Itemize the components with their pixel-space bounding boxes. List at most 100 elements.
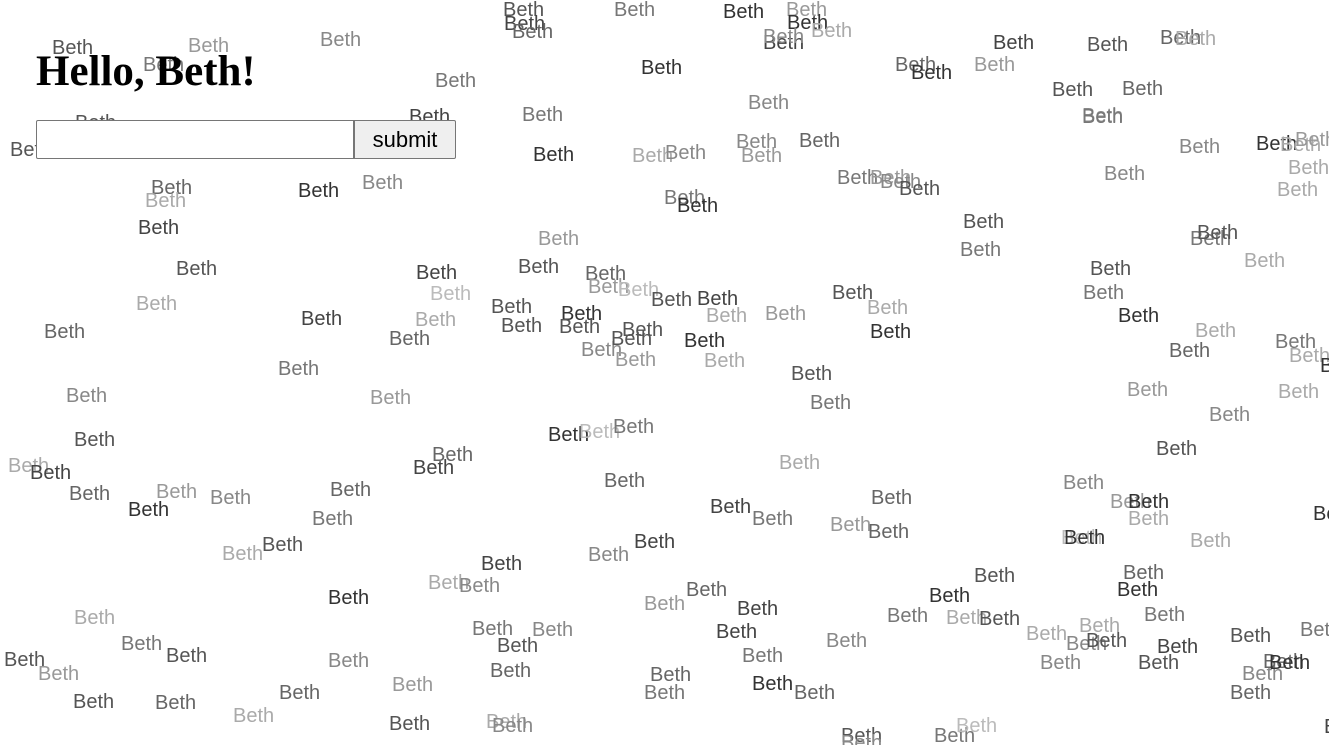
cloud-name: Beth: [30, 462, 72, 484]
cloud-name: Beth: [723, 1, 765, 23]
cloud-name: Beth: [585, 263, 627, 285]
cloud-name: Beth: [1175, 28, 1217, 50]
cloud-name: Beth: [1128, 491, 1170, 513]
cloud-name: Beth: [435, 70, 477, 92]
cloud-name: Beth: [1082, 106, 1124, 128]
cloud-name: Beth: [934, 725, 976, 745]
cloud-name: Beth: [1117, 579, 1159, 601]
cloud-name: Beth: [736, 131, 778, 153]
cloud-name: Beth: [1320, 355, 1329, 377]
cloud-name: Beth: [559, 316, 601, 338]
cloud-name: Beth: [362, 172, 404, 194]
submit-button[interactable]: submit: [354, 120, 456, 159]
cloud-name: Beth: [634, 531, 676, 553]
cloud-name: Beth: [432, 444, 474, 466]
cloud-name: Beth: [611, 328, 653, 350]
cloud-name: Beth: [686, 579, 728, 601]
cloud-name: Beth: [8, 455, 50, 477]
cloud-name: Beth: [837, 167, 879, 189]
cloud-name: Beth: [1061, 527, 1103, 549]
cloud-name: Beth: [561, 303, 603, 325]
cloud-name: Beth: [946, 607, 988, 629]
cloud-name: Beth: [704, 350, 746, 372]
cloud-name: Beth: [4, 649, 46, 671]
cloud-name: Beth: [312, 508, 354, 530]
cloud-name: Beth: [1197, 222, 1239, 244]
cloud-name: Beth: [145, 190, 187, 212]
cloud-name: Beth: [956, 715, 998, 737]
cloud-name: Beth: [1209, 404, 1251, 426]
cloud-name: Beth: [974, 565, 1016, 587]
cloud-name: Beth: [1289, 345, 1329, 367]
cloud-name: Beth: [870, 321, 912, 343]
cloud-name: Beth: [52, 37, 94, 59]
cloud-name: Beth: [706, 305, 748, 327]
cloud-name: Beth: [44, 321, 86, 343]
cloud-name: Beth: [650, 664, 692, 686]
cloud-name: Beth: [1127, 379, 1169, 401]
cloud-name: Beth: [512, 21, 554, 43]
cloud-name: Beth: [1288, 157, 1329, 179]
cloud-name: Beth: [1066, 633, 1108, 655]
cloud-name: Beth: [1118, 305, 1160, 327]
cloud-name: Beth: [74, 429, 116, 451]
cloud-name: Beth: [763, 32, 805, 54]
cloud-name: Beth: [841, 725, 883, 745]
cloud-name: Beth: [156, 481, 198, 503]
cloud-name: Beth: [979, 608, 1021, 630]
cloud-name: Beth: [748, 92, 790, 114]
cloud-name: Beth: [799, 130, 841, 152]
cloud-name: Beth: [1313, 503, 1329, 525]
cloud-name: Beth: [841, 732, 883, 745]
cloud-name: Beth: [1110, 491, 1152, 513]
cloud-name: Beth: [491, 296, 533, 318]
cloud-name: Beth: [1277, 179, 1319, 201]
cloud-name: Beth: [1123, 562, 1165, 584]
cloud-name: Beth: [779, 452, 821, 474]
cloud-name: Beth: [74, 607, 116, 629]
cloud-name: Beth: [392, 674, 434, 696]
cloud-name: Beth: [472, 618, 514, 640]
cloud-name: Beth: [911, 62, 953, 84]
cloud-name: Beth: [415, 309, 457, 331]
cloud-name: Beth: [895, 54, 937, 76]
cloud-name: Beth: [868, 521, 910, 543]
cloud-name: Beth: [413, 457, 455, 479]
cloud-name: Beth: [504, 13, 546, 35]
cloud-name: Beth: [830, 514, 872, 536]
cloud-name: Beth: [262, 534, 304, 556]
cloud-name: Beth: [1278, 381, 1320, 403]
cloud-name: Beth: [155, 692, 197, 714]
cloud-name: Beth: [490, 660, 532, 682]
cloud-name: Beth: [974, 54, 1016, 76]
cloud-name: Beth: [1275, 331, 1317, 353]
cloud-name: Beth: [481, 553, 523, 575]
cloud-name: Beth: [832, 282, 874, 304]
cloud-name: Beth: [581, 339, 623, 361]
cloud-name: Beth: [222, 543, 264, 565]
cloud-name: Beth: [1190, 530, 1232, 552]
cloud-name: Beth: [503, 0, 545, 21]
cloud-name: Beth: [588, 276, 630, 298]
cloud-name: Beth: [716, 621, 758, 643]
cloud-name: Beth: [664, 187, 706, 209]
cloud-name: Beth: [1263, 651, 1305, 673]
cloud-name: Beth: [233, 705, 275, 727]
name-input[interactable]: [36, 120, 354, 159]
cloud-name: Beth: [538, 228, 580, 250]
cloud-name: Beth: [1300, 619, 1329, 641]
cloud-name: Beth: [459, 575, 501, 597]
cloud-name: Beth: [66, 385, 108, 407]
cloud-name: Beth: [430, 283, 472, 305]
cloud-name: Beth: [301, 308, 343, 330]
cloud-name: Beth: [1086, 630, 1128, 652]
greeting-heading: Hello, Beth!: [36, 48, 256, 95]
cloud-name: Beth: [765, 303, 807, 325]
cloud-name: Beth: [501, 315, 543, 337]
cloud-name: Beth: [1190, 228, 1232, 250]
cloud-name: Beth: [492, 715, 534, 737]
cloud-name: Beth: [548, 424, 590, 446]
cloud-name: Beth: [752, 508, 794, 530]
cloud-name: Beth: [389, 328, 431, 350]
cloud-name: Beth: [328, 650, 370, 672]
